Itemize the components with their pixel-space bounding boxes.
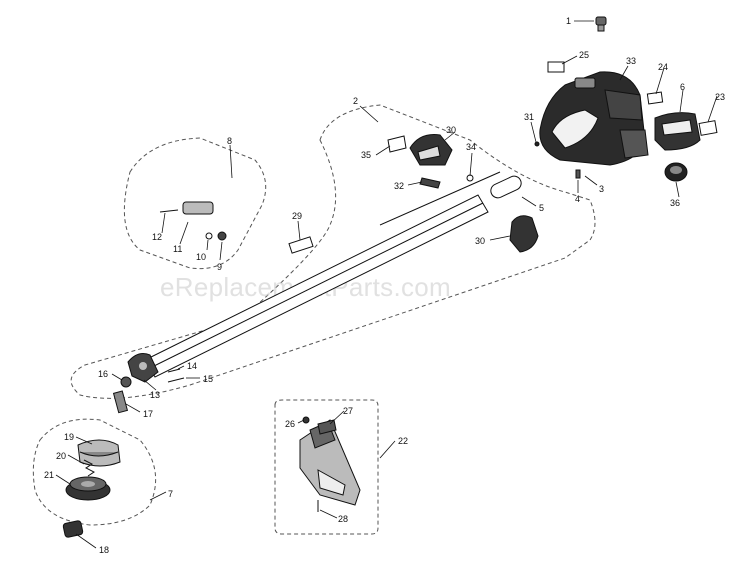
label-decal-25 <box>547 61 565 73</box>
callout-10: 10 <box>196 252 206 262</box>
bolt-31-part <box>534 141 540 147</box>
grip-30-part <box>509 215 539 253</box>
callout-28: 28 <box>338 514 348 524</box>
nut-26-part <box>302 416 310 424</box>
collar-16-part <box>120 376 132 388</box>
callout-36: 36 <box>670 198 680 208</box>
screw-15-part <box>167 377 185 383</box>
callout-18: 18 <box>99 545 109 555</box>
screw-14-part <box>167 368 181 373</box>
callout-6: 6 <box>680 82 685 92</box>
callout-33: 33 <box>626 56 636 66</box>
callout-34: 34 <box>466 142 476 152</box>
spring-20-part <box>83 459 95 477</box>
handle-washer-part <box>205 232 213 240</box>
callout-8: 8 <box>227 136 232 146</box>
callout-15: 15 <box>203 374 213 384</box>
group-outline-guard <box>274 399 379 535</box>
handle-knob-part <box>217 231 227 241</box>
trigger-32-part <box>419 177 441 189</box>
callout-30-top: 30 <box>446 125 456 135</box>
callout-27: 27 <box>343 406 353 416</box>
callout-2: 2 <box>353 96 358 106</box>
throttle-housing-part <box>409 134 453 166</box>
callout-24: 24 <box>658 62 668 72</box>
callout-30-bottom: 30 <box>475 236 485 246</box>
callout-14: 14 <box>187 361 197 371</box>
callout-3: 3 <box>599 184 604 194</box>
callout-20: 20 <box>56 451 66 461</box>
label-decal-24 <box>646 91 664 105</box>
screw-4-part <box>575 169 581 179</box>
callout-17: 17 <box>143 409 153 419</box>
handle-screw-part <box>159 209 179 213</box>
fuel-cap-part <box>664 162 688 182</box>
callout-23: 23 <box>715 92 725 102</box>
callout-21: 21 <box>44 470 54 480</box>
label-decal-29 <box>288 236 314 254</box>
bracket-35-part <box>387 135 407 153</box>
leader-lines <box>55 20 718 549</box>
engine-housing <box>539 71 649 166</box>
label-decal-23 <box>698 120 718 136</box>
callout-31: 31 <box>524 112 534 122</box>
callout-9: 9 <box>217 262 222 272</box>
callout-19: 19 <box>64 432 74 442</box>
callout-25: 25 <box>579 50 589 60</box>
spool-21-part <box>65 476 111 501</box>
callout-22: 22 <box>398 436 408 446</box>
spool-cover-part <box>77 439 121 467</box>
group-outline-handle <box>123 137 267 270</box>
group-outline-shaft <box>70 104 596 399</box>
bracket-27-part <box>317 419 337 435</box>
group-outline-head <box>32 418 157 526</box>
spark-plug-part <box>595 16 607 32</box>
guard-22-part <box>299 419 361 506</box>
callout-labels: 1 2 3 4 5 6 7 8 9 10 11 12 13 14 15 16 1… <box>44 16 725 555</box>
shaft-grip-part <box>490 175 522 199</box>
callout-13: 13 <box>150 390 160 400</box>
callout-32: 32 <box>394 181 404 191</box>
callout-11: 11 <box>173 244 182 254</box>
callout-16: 16 <box>98 369 108 379</box>
callout-29: 29 <box>292 211 302 221</box>
shaft-adapter-17-part <box>112 390 129 414</box>
callout-12: 12 <box>152 232 162 242</box>
air-filter-cover-part <box>654 112 701 151</box>
loop-handle-part <box>169 156 219 216</box>
callout-1: 1 <box>566 16 571 26</box>
callout-4: 4 <box>575 194 580 204</box>
callout-5: 5 <box>539 203 544 213</box>
callout-7: 7 <box>168 489 173 499</box>
callout-35: 35 <box>361 150 371 160</box>
gear-head-part <box>127 353 159 383</box>
callout-26: 26 <box>285 419 295 429</box>
flex-cable-part <box>379 171 501 226</box>
bump-knob-18-part <box>62 520 84 538</box>
